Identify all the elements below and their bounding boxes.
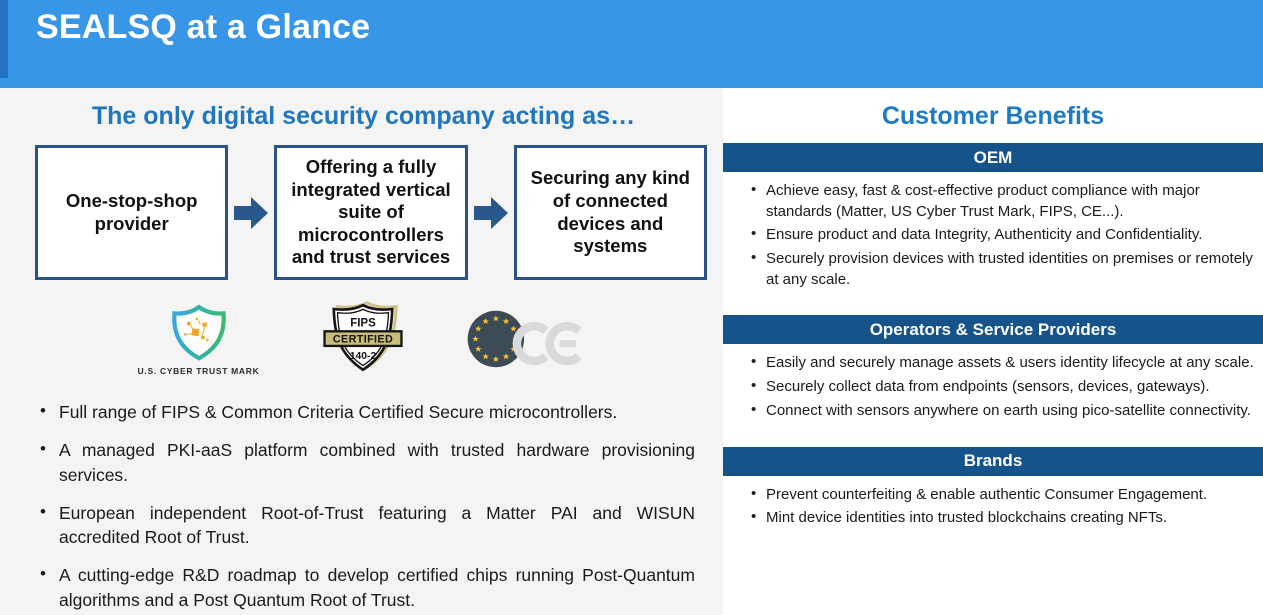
section-header-oem: OEM <box>723 143 1263 172</box>
value-chain-flow-diagram: One-stop-shop provider Offering a fully … <box>35 145 707 280</box>
slide-body: The only digital security company acting… <box>0 88 1263 615</box>
key-points-list: Full range of FIPS & Common Criteria Cer… <box>35 399 695 613</box>
left-panel: The only digital security company acting… <box>0 88 723 615</box>
section-header-brands: Brands <box>723 446 1263 476</box>
brands-benefits-list: Prevent counterfeiting & enable authenti… <box>723 484 1263 529</box>
slide-title: SEALSQ at a Glance <box>36 8 371 46</box>
oem-benefits-list: Achieve easy, fast & cost-effective prod… <box>723 180 1263 290</box>
list-item: Mint device identities into trusted bloc… <box>749 507 1255 529</box>
list-item: Securely provision devices with trusted … <box>749 248 1255 290</box>
flow-box-label: One-stop-shop provider <box>65 189 198 234</box>
section-header-label: OEM <box>973 147 1013 167</box>
section-header-operators: Operators & Service Providers <box>723 315 1263 345</box>
list-item: A managed PKI-aaS platform combined with… <box>35 437 695 488</box>
flow-box-one-stop-shop: One-stop-shop provider <box>35 145 229 280</box>
list-item: Achieve easy, fast & cost-effective prod… <box>749 180 1255 222</box>
section-header-label: Brands <box>963 451 1023 470</box>
flow-box-label: Offering a fully integrated vertical sui… <box>291 156 451 268</box>
fips-text: FIPS <box>351 318 377 330</box>
cyber-trust-label: U.S. CYBER TRUST MARK <box>137 365 260 376</box>
fips-certified-shield-icon: FIPS CERTIFIED 140-2 <box>323 301 404 372</box>
arrow-right-icon <box>234 196 269 229</box>
operators-benefits-list: Easily and securely manage assets & user… <box>723 352 1263 422</box>
eu-ce-mark-badge <box>467 303 589 375</box>
list-item: Easily and securely manage assets & user… <box>749 352 1255 374</box>
left-headline: The only digital security company acting… <box>91 102 636 130</box>
arrow-right-icon <box>473 196 508 229</box>
list-item: European independent Root-of-Trust featu… <box>35 500 695 551</box>
cyber-trust-shield-icon <box>171 304 226 361</box>
flow-box-integrated-suite: Offering a fully integrated vertical sui… <box>274 145 468 280</box>
list-item: Full range of FIPS & Common Criteria Cer… <box>35 399 695 425</box>
list-item: Connect with sensors anywhere on earth u… <box>749 400 1255 422</box>
flow-box-label: Securing any kind of connected devices a… <box>530 167 690 257</box>
fips-level-text: 140-2 <box>350 351 377 362</box>
customer-benefits-title: Customer Benefits <box>881 102 1105 130</box>
customer-benefits-panel: Customer Benefits OEM Achieve easy, fast… <box>723 88 1263 615</box>
slide-header: SEALSQ at a Glance <box>0 0 1263 88</box>
section-header-label: Operators & Service Providers <box>869 319 1117 339</box>
list-item: A cutting-edge R&D roadmap to develop ce… <box>35 562 695 613</box>
us-cyber-trust-mark-badge: U.S. CYBER TRUST MARK <box>138 303 260 376</box>
eu-ce-mark-icon <box>468 310 583 368</box>
list-item: Ensure product and data Integrity, Authe… <box>749 224 1255 246</box>
certification-badges-row: U.S. CYBER TRUST MARK FIPS CERTIFIED 140… <box>20 294 707 384</box>
list-item: Prevent counterfeiting & enable authenti… <box>749 484 1255 506</box>
flow-box-securing-devices: Securing any kind of connected devices a… <box>513 145 707 280</box>
certified-text: CERTIFIED <box>333 333 393 345</box>
fips-140-2-badge: FIPS CERTIFIED 140-2 <box>323 298 404 380</box>
header-accent-stripe <box>0 0 8 78</box>
list-item: Securely collect data from endpoints (se… <box>749 376 1255 398</box>
